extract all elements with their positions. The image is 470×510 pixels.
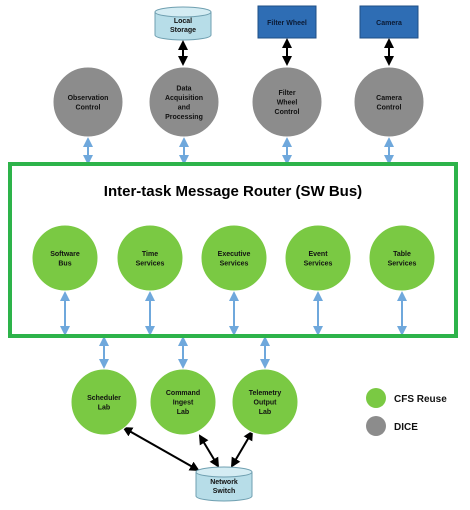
- message-router-border: [8, 162, 458, 338]
- lab-label-line: Command: [166, 390, 200, 397]
- network-switch-label-line2: Switch: [213, 488, 236, 495]
- lab-label-line: Lab: [259, 409, 271, 416]
- legend: CFS Reuse DICE: [366, 388, 447, 436]
- bus-circle: [368, 224, 436, 292]
- lab-label-line: Lab: [98, 404, 110, 411]
- filter-wheel-label: Filter Wheel: [267, 20, 307, 27]
- telemetry-switch-arrow: [230, 430, 254, 468]
- bus-label-line: Services: [220, 260, 249, 267]
- dice-label-line: Camera: [376, 95, 402, 102]
- dice-circle: [52, 66, 124, 138]
- dice-label-line: Processing: [165, 114, 203, 121]
- filter-wheel-box: Filter Wheel: [257, 5, 317, 39]
- legend-dice-label: DICE: [394, 422, 418, 433]
- local-storage-label-line2: Storage: [170, 27, 196, 34]
- camera-box: Camera: [359, 5, 419, 39]
- bus-circle: [116, 224, 184, 292]
- lab-label-line: Lab: [177, 409, 189, 416]
- dice-label-line: and: [178, 104, 190, 111]
- bus-label-line: Services: [388, 260, 417, 267]
- bus-label-line: Bus: [58, 260, 71, 267]
- local-storage-label-line1: Local: [174, 18, 192, 25]
- bus-service-nodes: SoftwareBusTimeServicesExecutiveServices…: [31, 224, 436, 292]
- message-router-title: Inter-task Message Router (SW Bus): [104, 183, 362, 200]
- lab-circle: [70, 368, 138, 436]
- legend-dice-swatch: [366, 416, 386, 436]
- bus-label-line: Executive: [218, 251, 251, 258]
- lab-nodes: SchedulerLabCommandIngestLabTelemetryOut…: [70, 368, 299, 436]
- dice-label-line: Control: [275, 109, 300, 116]
- bus-label-line: Software: [50, 251, 80, 258]
- dice-label-line: Wheel: [277, 100, 298, 107]
- dice-circle: [353, 66, 425, 138]
- bus-label-line: Event: [308, 251, 328, 258]
- bus-circle: [284, 224, 352, 292]
- bus-circle: [31, 224, 99, 292]
- dice-label-line: Control: [76, 104, 101, 111]
- connectors: [60, 38, 407, 471]
- dice-circle: [148, 66, 220, 138]
- local-storage-cylinder: Local Storage: [154, 6, 212, 41]
- command-switch-arrow: [198, 434, 220, 468]
- bus-label-line: Services: [136, 260, 165, 267]
- bus-label-line: Table: [393, 251, 411, 258]
- dice-label-line: Observation: [68, 95, 109, 102]
- bus-label-line: Services: [304, 260, 333, 267]
- lab-label-line: Scheduler: [87, 395, 121, 402]
- legend-cfs-reuse-label: CFS Reuse: [394, 394, 447, 405]
- lab-circle: [231, 368, 299, 436]
- dice-label-line: Acquisition: [165, 95, 203, 102]
- dice-label-line: Control: [377, 104, 402, 111]
- dice-label-line: Filter: [278, 90, 295, 97]
- lab-label-line: Telemetry: [249, 390, 282, 397]
- lab-circle: [149, 368, 217, 436]
- scheduler-switch-arrow: [122, 427, 200, 471]
- network-switch-label-line1: Network: [210, 479, 238, 486]
- bus-label-line: Time: [142, 251, 158, 258]
- lab-label-line: Output: [254, 400, 278, 407]
- camera-label: Camera: [376, 20, 402, 27]
- lab-label-line: Ingest: [173, 400, 194, 407]
- legend-cfs-reuse-swatch: [366, 388, 386, 408]
- dice-circle: [251, 66, 323, 138]
- dice-label-line: Data: [176, 85, 191, 92]
- bus-circle: [200, 224, 268, 292]
- network-switch-cylinder: Network Switch: [195, 466, 253, 502]
